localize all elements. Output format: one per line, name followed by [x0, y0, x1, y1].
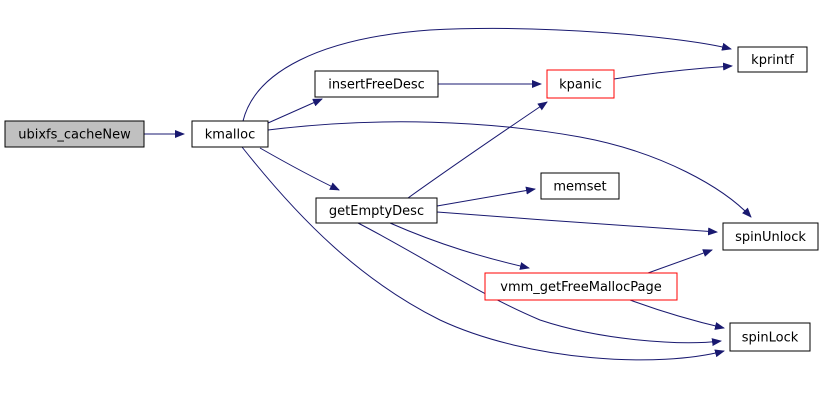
node-ubixfs-cachenew: ubixfs_cacheNew: [4, 120, 145, 148]
edge-kmalloc-to-insertFreeDesc: [267, 98, 323, 124]
edges-layer: [144, 27, 752, 361]
node-label-spinlock: spinLock: [742, 331, 799, 346]
edge-getEmptyDesc-to-vmm_getFreeMallocPage: [389, 222, 530, 270]
nodes-layer: ubixfs_cacheNew kmalloc insertFreeDesc k…: [4, 46, 819, 352]
node-label-insertfreedesc: insertFreeDesc: [328, 78, 425, 93]
node-kpanic[interactable]: kpanic: [546, 69, 615, 99]
edge-getEmptyDesc-to-memset: [436, 186, 536, 207]
node-label-kmalloc: kmalloc: [205, 128, 255, 143]
edge-kmalloc-to-kprintf: [242, 27, 732, 122]
edge-vmm_getFreeMallocPage-to-spinLock: [629, 299, 725, 330]
node-label-memset: memset: [553, 180, 606, 195]
edge-getEmptyDesc-to-spinLock: [357, 222, 722, 347]
node-label-kprintf: kprintf: [751, 53, 794, 68]
edge-kmalloc-to-spinUnlock: [267, 121, 752, 218]
node-label-spinunlock: spinUnlock: [735, 230, 806, 245]
node-kprintf[interactable]: kprintf: [737, 46, 808, 73]
edge-getEmptyDesc-to-spinUnlock: [436, 211, 718, 236]
edge-kmalloc-to-getEmptyDesc: [259, 147, 340, 191]
node-spinlock[interactable]: spinLock: [729, 322, 811, 352]
node-spinunlock[interactable]: spinUnlock: [722, 222, 819, 251]
node-getemptydesc[interactable]: getEmptyDesc: [315, 197, 438, 224]
edge-vmm_getFreeMallocPage-to-spinUnlock: [647, 249, 713, 274]
node-label-ubixfs-cachenew: ubixfs_cacheNew: [18, 128, 131, 143]
node-label-vmm-getfreemallocpage: vmm_getFreeMallocPage: [500, 280, 661, 295]
node-label-kpanic: kpanic: [559, 78, 602, 93]
edge-kpanic-to-kprintf: [613, 62, 733, 80]
edge-kmalloc-to-spinLock: [241, 146, 725, 361]
node-vmm-getfreemallocpage[interactable]: vmm_getFreeMallocPage: [484, 272, 678, 301]
node-kmalloc[interactable]: kmalloc: [191, 120, 269, 148]
edge-getEmptyDesc-to-kpanic: [407, 101, 548, 199]
node-label-getemptydesc: getEmptyDesc: [329, 204, 424, 219]
node-insertfreedesc[interactable]: insertFreeDesc: [314, 70, 439, 98]
node-memset[interactable]: memset: [540, 172, 620, 200]
